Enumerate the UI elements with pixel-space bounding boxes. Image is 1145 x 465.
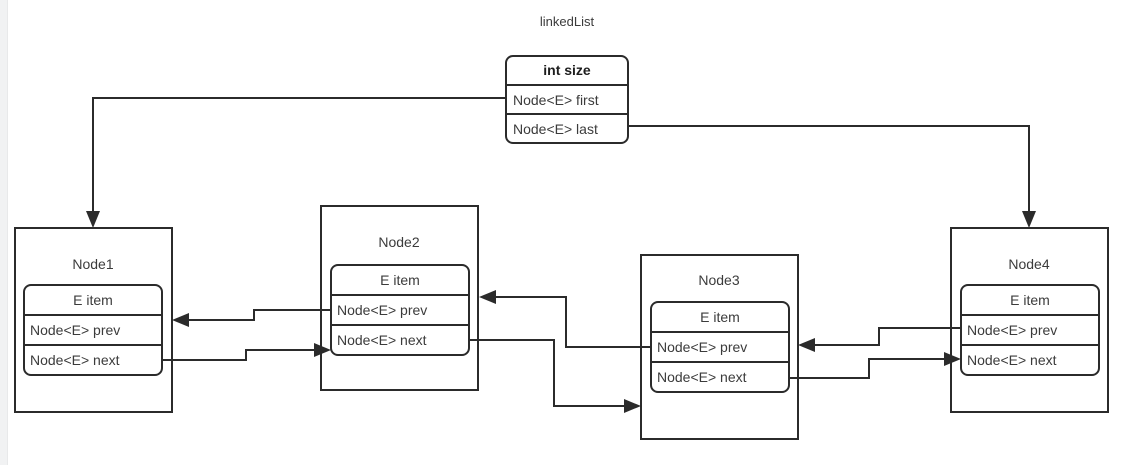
node2-field-item: E item [380,272,420,288]
canvas-left-rule [7,0,8,465]
node3-title: Node3 [698,272,739,288]
node4-field-frame [960,284,1100,376]
connector-node3-next-to-node4 [789,352,961,379]
linked-list-box-frame [505,55,629,144]
node-node4[interactable]: Node4 E item Node<E> prev Node<E> next [950,227,1109,413]
connector-node2-prev-to-node1 [172,309,331,327]
connector-node1-next-to-node2 [162,343,331,361]
arrowhead-right-node3-from-node2 [624,399,641,413]
connector-node4-prev-to-node3 [798,327,961,352]
node1-field-prev: Node<E> prev [30,322,120,338]
diagram-title: linkedList [540,14,595,29]
node1-field-next: Node<E> next [30,352,120,368]
arrowhead-right-node4-from-node3 [944,352,961,366]
node3-field-item: E item [700,309,740,325]
node3-field-prev: Node<E> prev [657,339,747,355]
arrowhead-left-node3-from-node4 [798,338,815,352]
node-node2[interactable]: Node2 E item Node<E> prev Node<E> next [320,205,479,391]
linked-list-row-size: int size [543,62,591,78]
node2-title: Node2 [378,234,419,250]
connector-node3-prev-to-node2 [479,290,651,348]
connector-node2-next-to-node3-path [469,339,625,407]
connector-node3-next-to-node4-path [789,358,945,379]
node4-field-next: Node<E> next [967,352,1057,368]
arrowhead-down-node1 [86,211,100,228]
connector-first-to-node1 [86,97,506,228]
linked-list-box[interactable]: int size Node<E> first Node<E> last [505,55,629,144]
arrowhead-left-node2-from-node3 [479,290,496,304]
node4-title: Node4 [1008,256,1049,272]
node3-field-next: Node<E> next [657,369,747,385]
connector-node1-next-to-node2-path [162,349,315,361]
node4-field-item: E item [1010,292,1050,308]
connector-last-to-node4 [628,125,1036,228]
node1-field-frame [23,284,163,376]
arrowhead-down-node4 [1022,211,1036,228]
connector-node2-next-to-node3 [469,339,641,413]
linked-list-row-last: Node<E> last [513,121,598,137]
connector-node2-prev-to-node1-path [189,309,331,321]
arrowhead-left-node1-from-node2 [172,313,189,327]
node2-field-next: Node<E> next [337,332,427,348]
linked-list-row-first: Node<E> first [513,92,599,108]
connector-first-to-node1-path [92,97,506,212]
connector-last-to-node4-path [628,125,1030,212]
connector-node4-prev-to-node3-path [815,327,961,346]
node2-field-prev: Node<E> prev [337,302,427,318]
node1-field-item: E item [73,292,113,308]
arrowhead-right-node2-from-node1 [314,343,331,357]
node-node3[interactable]: Node3 E item Node<E> prev Node<E> next [640,254,799,440]
canvas-left-gutter [0,0,7,465]
node1-title: Node1 [72,256,113,272]
connector-node3-prev-to-node2-path [496,296,651,348]
node-node1[interactable]: Node1 E item Node<E> prev Node<E> next [14,227,173,413]
node4-field-prev: Node<E> prev [967,322,1057,338]
